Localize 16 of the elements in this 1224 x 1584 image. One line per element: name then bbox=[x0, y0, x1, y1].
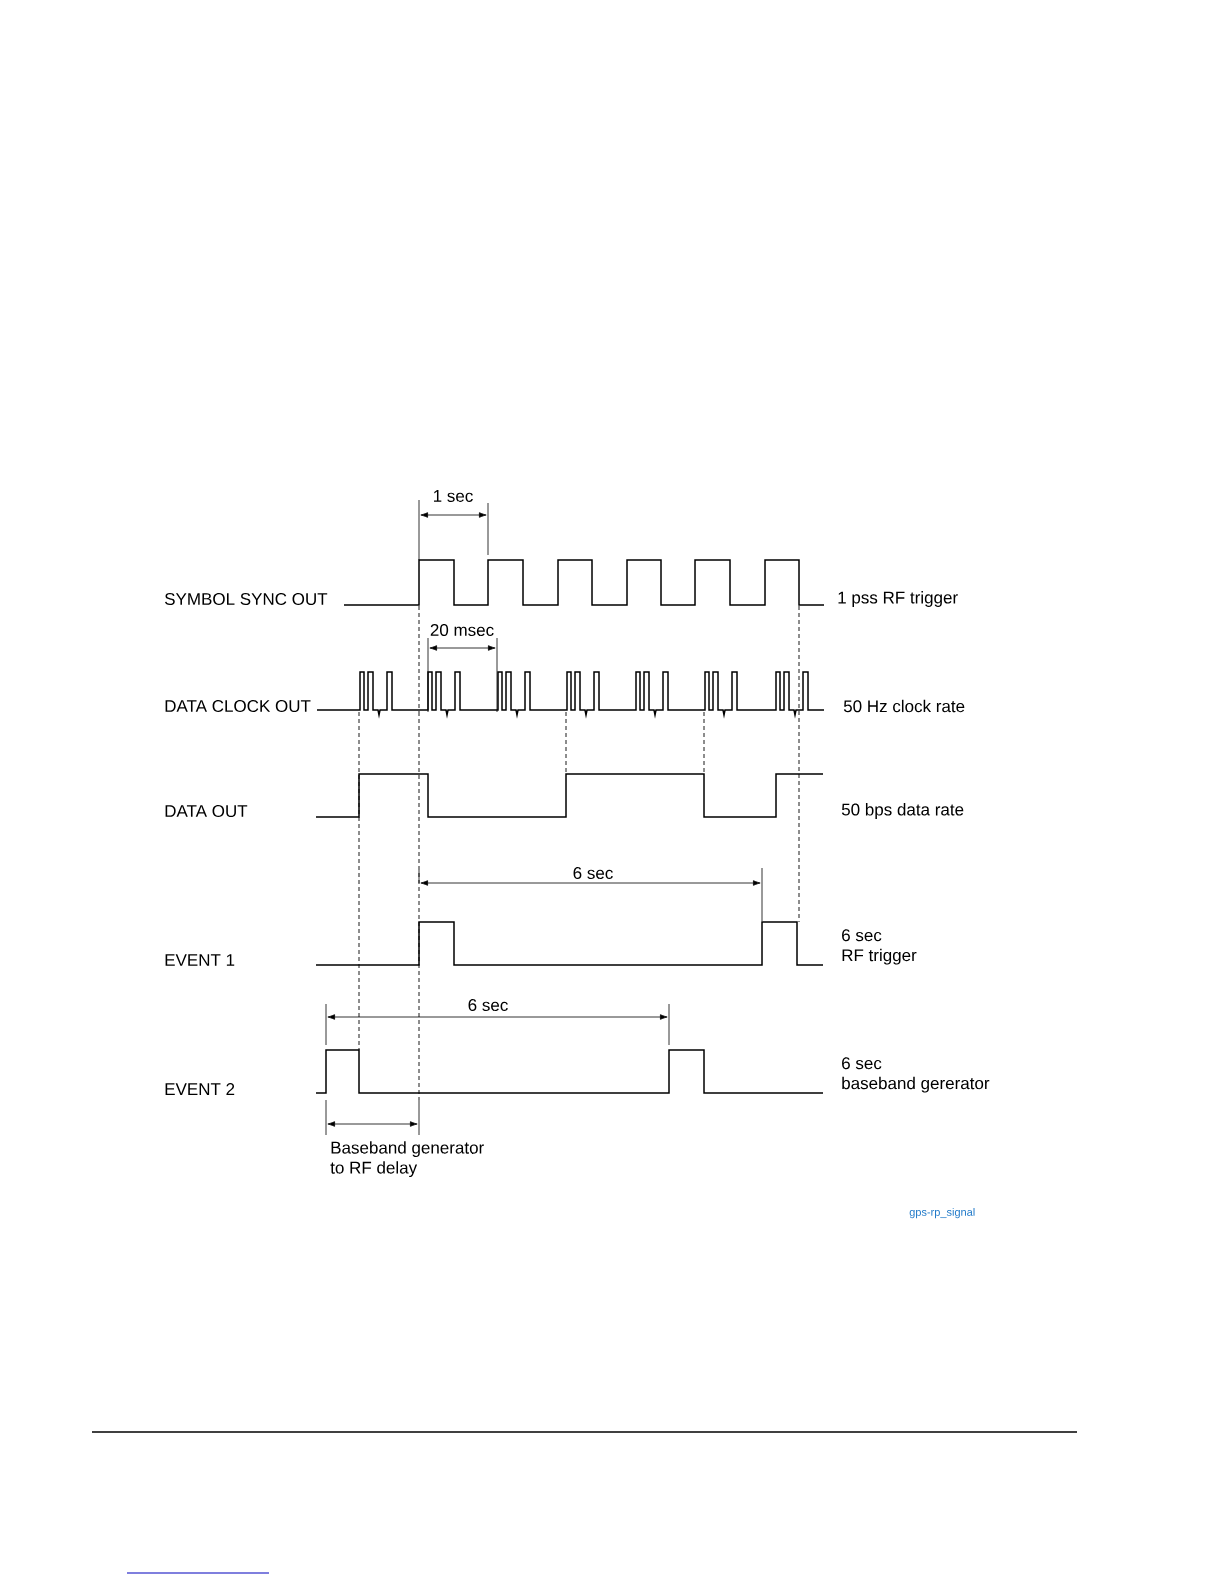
dimension-label: 1 sec bbox=[431, 489, 475, 503]
delay-note: Baseband generator to RF delay bbox=[330, 1141, 484, 1178]
dimension-label: 6 sec bbox=[571, 866, 615, 881]
signal-name: SYMBOL SYNC OUT bbox=[164, 593, 328, 606]
signal-note: 6 sec baseband gererator bbox=[842, 1057, 990, 1093]
signal-note: 6 sec RF trigger bbox=[842, 929, 917, 965]
signal-note: 1 pss RF trigger bbox=[838, 591, 958, 607]
signal-note: 50 bps data rate bbox=[841, 803, 964, 819]
figure-id: gps-rp_signal bbox=[909, 1207, 975, 1219]
dimension-label: 20 msec bbox=[428, 623, 496, 638]
signal-name: DATA OUT bbox=[165, 805, 248, 818]
signal-name: DATA CLOCK OUT bbox=[165, 700, 311, 713]
signal-note: 50 Hz clock rate bbox=[843, 699, 965, 713]
signal-name: EVENT 1 bbox=[165, 954, 235, 966]
signal-name: EVENT 2 bbox=[165, 1083, 235, 1095]
dimension-label: 6 sec bbox=[466, 998, 510, 1013]
